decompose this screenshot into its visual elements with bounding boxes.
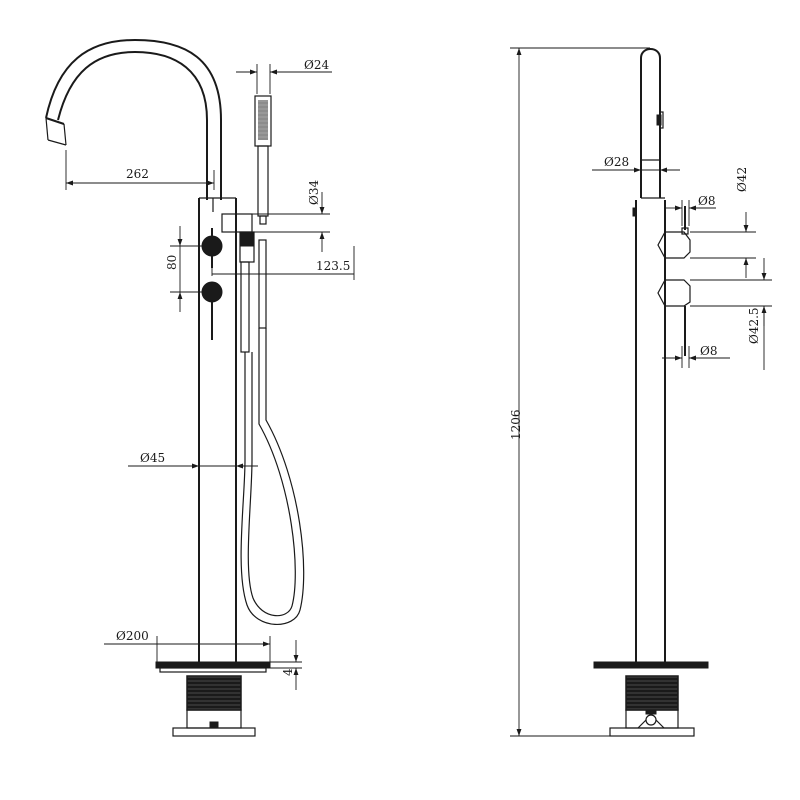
label-handshower-diameter: Ø24 xyxy=(304,58,329,72)
base-screw-icon xyxy=(645,714,657,726)
dim-column-diameter: Ø45 xyxy=(128,451,258,469)
label-lever-diameter-bottom: Ø8 xyxy=(700,344,717,358)
lower-column xyxy=(632,200,666,662)
lower-handle-body xyxy=(657,279,691,307)
upper-column xyxy=(640,48,665,199)
label-lever-diameter-top: Ø8 xyxy=(698,194,715,208)
dim-spout-reach: 262 xyxy=(65,150,215,190)
spout xyxy=(45,38,222,200)
label-bracket-diameter: Ø34 xyxy=(307,180,321,205)
dim-handle-body-diameter: Ø42 xyxy=(690,167,756,278)
side-floor-flange xyxy=(593,661,709,669)
label-overall-height: 1206 xyxy=(509,409,523,440)
dim-overall-height: 1206 xyxy=(509,47,650,737)
dim-bracket-diameter: Ø34 xyxy=(252,180,330,252)
dim-lever-diameter-bottom: Ø8 xyxy=(662,344,730,368)
base-body xyxy=(172,675,256,737)
label-bracket-offset: 123.5 xyxy=(316,259,350,273)
label-upper-column-diameter: Ø28 xyxy=(604,155,629,169)
label-column-diameter: Ø45 xyxy=(140,451,165,465)
front-view: 262 Ø24 Ø34 80 xyxy=(45,38,355,737)
dim-handle-knob-diameter: Ø42.5 xyxy=(690,258,772,370)
dim-handle-spacing: 80 xyxy=(165,226,212,312)
handshower xyxy=(254,95,272,225)
side-view: 1206 Ø28 Ø8 Ø42 xyxy=(509,47,772,737)
label-base-diameter: Ø200 xyxy=(116,629,149,643)
dim-upper-column-diameter: Ø28 xyxy=(592,155,680,173)
label-handle-spacing: 80 xyxy=(165,255,179,270)
label-spout-reach: 262 xyxy=(126,167,149,181)
upper-handle-body xyxy=(657,231,691,259)
dim-base-diameter: Ø200 xyxy=(104,629,271,662)
label-base-thickness: 4 xyxy=(281,668,295,676)
side-handles xyxy=(657,206,691,356)
dim-base-thickness: 4 xyxy=(270,640,302,690)
main-column xyxy=(198,197,237,662)
dim-handshower-diameter: Ø24 xyxy=(236,58,332,94)
dim-lever-diameter-top: Ø8 xyxy=(666,194,716,226)
label-handle-body-diameter: Ø42 xyxy=(735,167,749,192)
side-base-body xyxy=(609,675,695,737)
dim-bracket-offset: 123.5 xyxy=(211,234,355,280)
floor-flange xyxy=(155,661,271,673)
handshower-bracket xyxy=(221,213,255,263)
hose xyxy=(240,239,305,625)
label-handle-knob-diameter: Ø42.5 xyxy=(747,307,761,344)
